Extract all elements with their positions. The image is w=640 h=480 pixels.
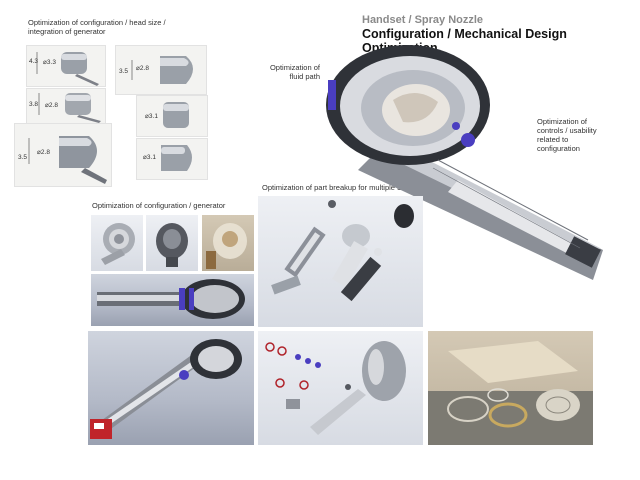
generator-part-1 <box>91 215 143 271</box>
header-subtitle: Handset / Spray Nozzle <box>362 14 484 26</box>
handset-angled-view <box>88 331 254 445</box>
part-breakup-exploded <box>258 196 423 327</box>
generator-part-2 <box>146 215 198 271</box>
head-size-thumb-2: 3.5 ⌀2.8 <box>115 45 207 95</box>
dim-label: ⌀2.8 <box>136 65 149 72</box>
generator-photo <box>202 215 254 271</box>
caption-fluid-path: Optimization of fluid path <box>269 63 320 81</box>
nozzle-exploded-view <box>258 331 423 445</box>
head-size-thumb-4: ⌀3.1 <box>136 95 208 137</box>
caption-controls: Optimization of controls / usability rel… <box>537 117 597 153</box>
head-size-thumb-5: 3.5 ⌀2.8 <box>14 123 112 187</box>
dim-label: 3.5 <box>18 154 28 161</box>
caption-generator: Optimization of configuration / generato… <box>92 201 226 210</box>
prototype-photo <box>428 331 593 445</box>
caption-head-size: Optimization of configuration / head siz… <box>28 18 166 36</box>
dim-label: ⌀3.1 <box>145 113 158 120</box>
dim-label: ⌀2.8 <box>45 102 58 109</box>
caption-part-breakup: Optimization of part breakup for multipl… <box>262 183 418 192</box>
dim-label: 4.3 <box>29 58 39 65</box>
head-size-thumb-6: ⌀3.1 <box>136 138 208 180</box>
generator-cutaway <box>91 274 254 326</box>
head-size-thumb-3: 3.8 ⌀2.8 <box>26 88 106 124</box>
dim-label: 3.5 <box>119 68 129 75</box>
head-size-thumb-1: 4.3 ⌀3.3 <box>26 45 106 87</box>
dim-label: ⌀3.3 <box>43 59 56 66</box>
dim-label: ⌀3.1 <box>143 154 156 161</box>
handset-cutaway-main <box>326 45 603 280</box>
dim-label: ⌀2.8 <box>37 149 50 156</box>
dim-label: 3.8 <box>29 101 39 108</box>
